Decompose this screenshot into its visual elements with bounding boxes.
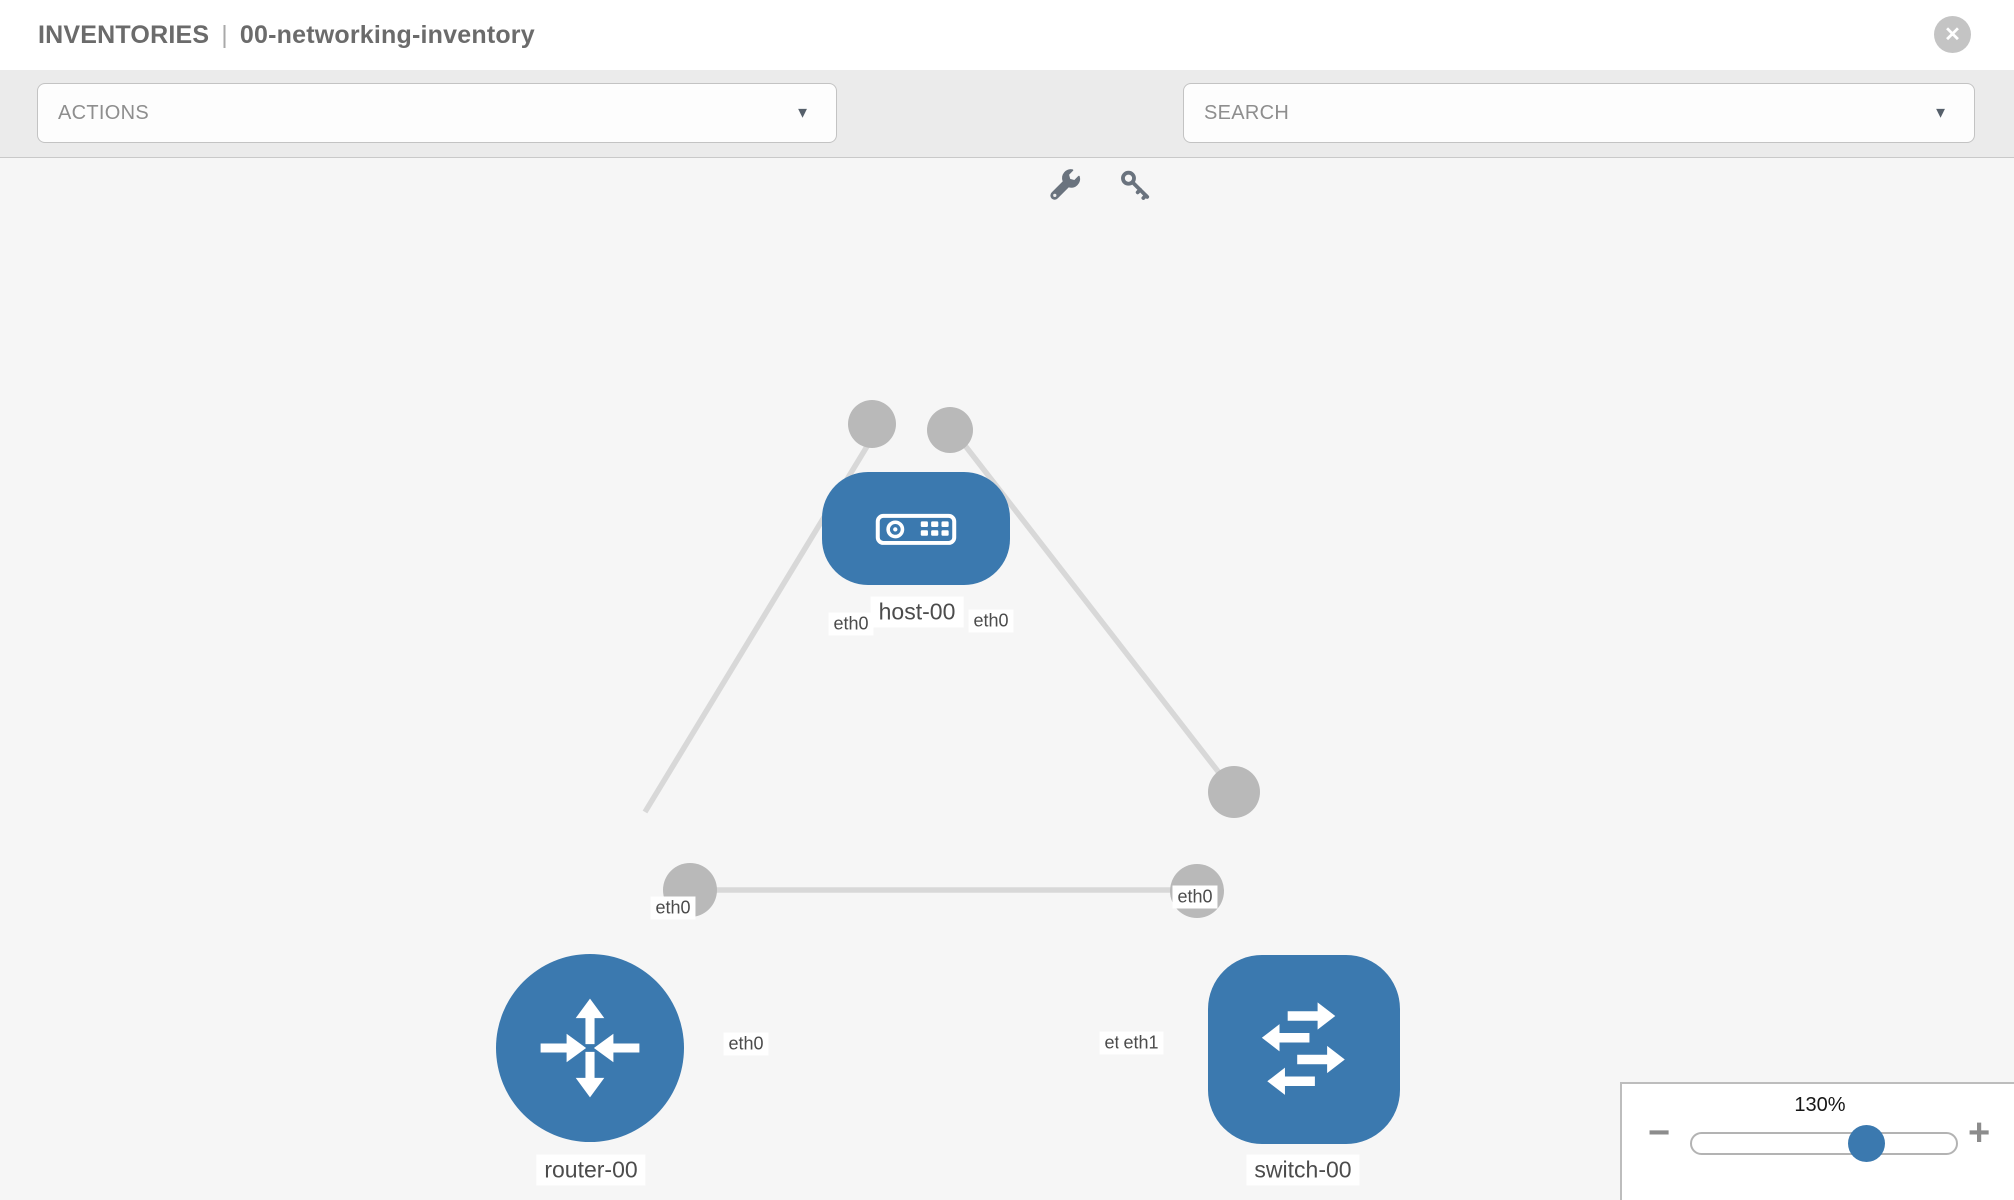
breadcrumb: INVENTORIES <box>38 20 210 49</box>
title-separator: | <box>221 20 228 49</box>
inventory-name: 00-networking-inventory <box>239 20 535 49</box>
chevron-down-icon: ▼ <box>795 104 810 122</box>
iface-label-host-to-switch: eth0 <box>968 609 1014 633</box>
zoom-level: 130% <box>1794 1094 1846 1116</box>
zoom-out-button[interactable]: − <box>1648 1114 1670 1152</box>
zoom-in-button[interactable]: + <box>1968 1114 1990 1152</box>
iface-dot-host-left[interactable] <box>848 400 896 448</box>
zoom-slider-thumb[interactable] <box>1848 1125 1885 1162</box>
zoom-slider[interactable] <box>1690 1125 1958 1162</box>
node-router[interactable] <box>496 954 684 1142</box>
node-label-switch: switch-00 <box>1246 1154 1360 1186</box>
iface-label-router-to-switch: eth0 <box>723 1032 769 1056</box>
iface-dot-switch-top[interactable] <box>1208 766 1260 818</box>
key-icon <box>1121 170 1150 200</box>
minus-icon: − <box>1648 1112 1671 1154</box>
close-icon: ✕ <box>1944 24 1961 46</box>
iface-label-host-to-router: eth0 <box>828 612 874 636</box>
node-label-router: router-00 <box>536 1154 646 1186</box>
links-layer <box>642 400 1260 918</box>
node-host[interactable] <box>822 472 1010 585</box>
router-icon <box>540 998 640 1098</box>
toolbar: ACTIONS ▼ ▼ <box>0 70 2014 200</box>
iface-label-switch-to-host: eth0 <box>1172 885 1218 909</box>
key-button[interactable] <box>1118 168 1152 202</box>
wrench-button[interactable] <box>1048 168 1082 202</box>
page-title: INVENTORIES | 00-networking-inventory <box>38 0 535 70</box>
topology-canvas[interactable]: host-00 router-00 switch-00 eth0 eth0 et… <box>0 157 2014 1200</box>
iface-label-router-to-host: eth0 <box>650 896 696 920</box>
close-button[interactable]: ✕ <box>1934 16 1971 53</box>
actions-dropdown-label: ACTIONS <box>58 101 149 124</box>
host-icon <box>875 513 957 545</box>
header: INVENTORIES | 00-networking-inventory ✕ <box>0 0 2014 71</box>
plus-icon: + <box>1968 1112 1991 1154</box>
wrench-icon <box>1050 169 1081 200</box>
search-box: ▼ <box>1183 83 1975 143</box>
iface-dot-host-right[interactable] <box>927 407 973 453</box>
search-input[interactable] <box>1184 100 1906 126</box>
wrench-handle-hole <box>1053 193 1057 197</box>
switch-icon <box>1261 1001 1345 1095</box>
zoom-panel: 130% − + <box>1620 1082 2014 1200</box>
node-switch[interactable] <box>1208 955 1400 1144</box>
node-label-host: host-00 <box>870 596 964 628</box>
iface-label-switch-to-router: eth1 <box>1118 1031 1164 1055</box>
search-chevron-down-icon: ▼ <box>1933 104 1948 122</box>
actions-dropdown[interactable]: ACTIONS ▼ <box>37 83 837 143</box>
